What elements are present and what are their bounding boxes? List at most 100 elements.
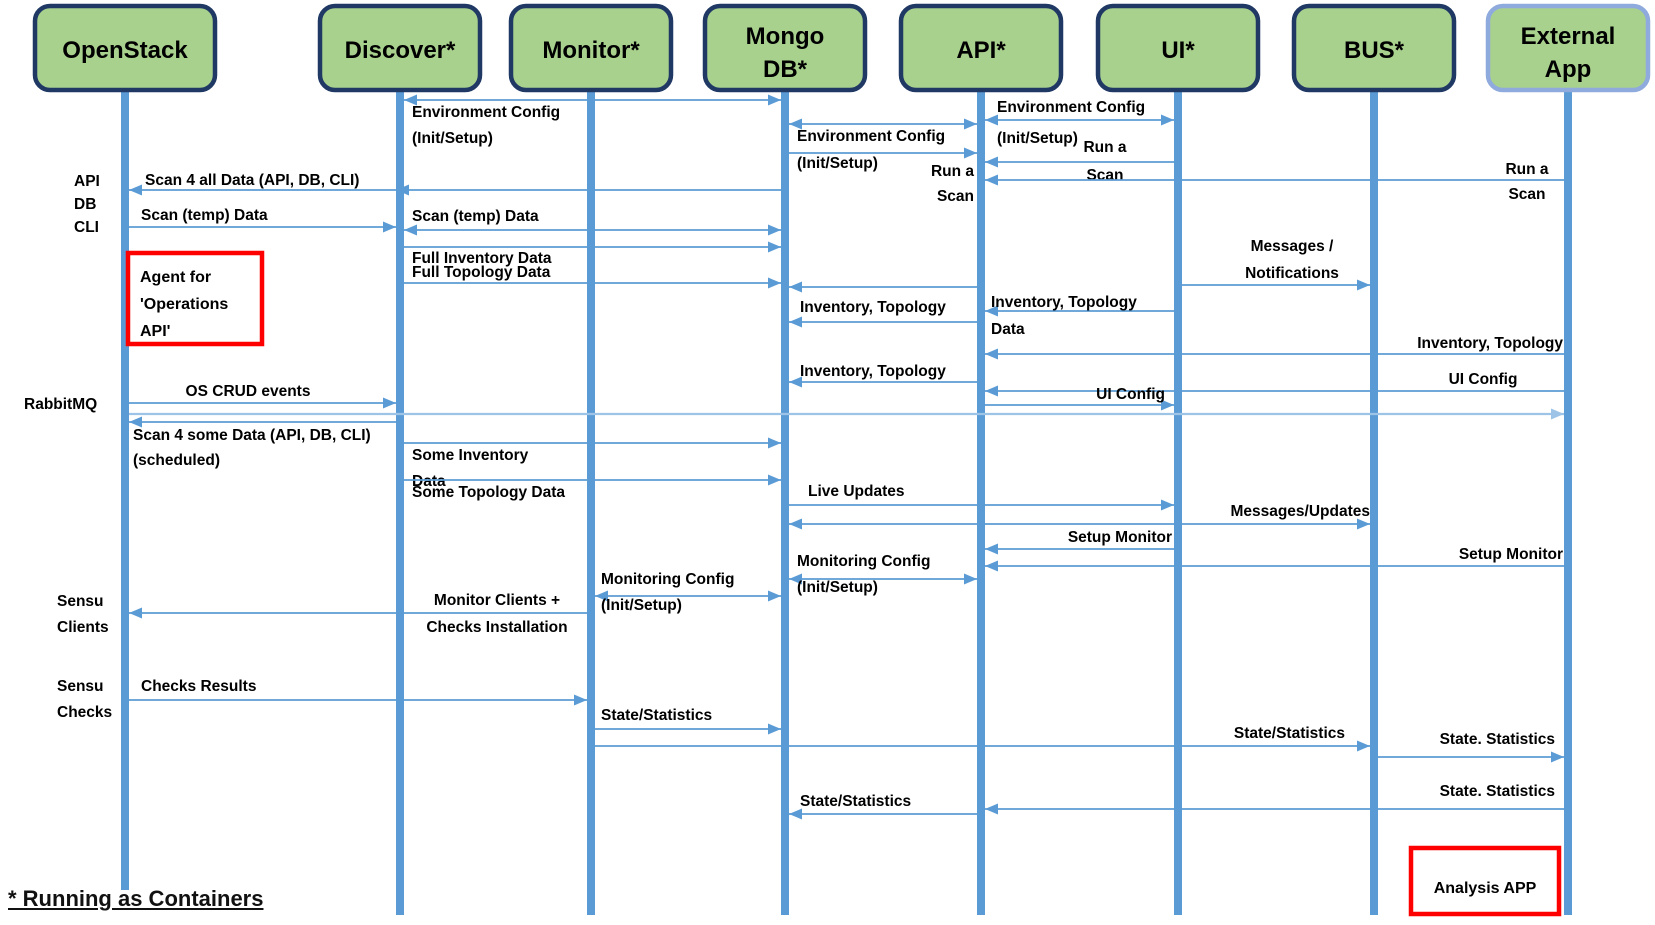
monitoring-config-mongodb-api-label: (Init/Setup) <box>797 579 878 596</box>
actor-box-openstack <box>32 3 218 93</box>
actor-box-mongodb <box>702 3 868 93</box>
messages-notifications-ui-bus-label: Messages / <box>1251 238 1334 255</box>
arrowhead <box>1357 740 1370 752</box>
state-statistics-monitor-mongodb-label: State/Statistics <box>601 707 712 724</box>
env-config-mongodb-api-1-label: (Init/Setup) <box>797 155 878 172</box>
scan-4-all-data-label: Scan 4 all Data (API, DB, CLI) <box>145 172 359 189</box>
ui-config-api-ui-label: UI Config <box>1096 386 1165 403</box>
monitoring-config-mongodb-api: Monitoring Config(Init/Setup) <box>789 553 977 596</box>
arrowhead <box>985 543 998 555</box>
messages-updates: Messages/Updates <box>789 503 1370 530</box>
actor-openstack: OpenStack <box>32 3 218 93</box>
scan-4-some-data-label: (scheduled) <box>133 452 220 469</box>
messages-notifications-ui-bus-label: Notifications <box>1245 265 1339 282</box>
some-inventory-data-label: Data <box>412 473 446 490</box>
some-inventory-data-label: Some Inventory <box>412 447 529 464</box>
arrowhead <box>595 590 608 602</box>
actor-bus: BUS* <box>1291 3 1457 93</box>
monitoring-config-monitor-mongodb-label: Monitoring Config <box>601 571 734 588</box>
monitor-clients-checks-installation: Monitor Clients +Checks Installation <box>129 592 587 636</box>
arrowhead <box>768 474 781 486</box>
actor-discover: Discover* <box>317 3 483 93</box>
actor-box-discover <box>317 3 483 93</box>
state-statistics-api-mongodb: State/Statistics <box>789 793 977 820</box>
arrowhead <box>129 416 142 428</box>
actor-title-external-app: App <box>1545 56 1592 83</box>
arrowhead <box>1357 279 1370 291</box>
run-a-scan-ui-api-label: Run a <box>1083 139 1126 156</box>
inventory-topology-api-mongodb-2 <box>789 316 977 328</box>
full-topology-data-label: Full Topology Data <box>412 264 551 281</box>
checks-results: Checks Results <box>129 678 587 706</box>
ui-config-api-ui: UI Config <box>985 386 1174 411</box>
actor-title-external-app: External <box>1521 23 1616 50</box>
sensu-clients-note-label: Sensu <box>57 593 104 610</box>
some-topology-data: Some Topology Data <box>404 474 781 501</box>
scan-4-some-data-label: Scan 4 some Data (API, DB, CLI) <box>133 427 371 444</box>
env-config-mongodb-api-1-label: Environment Config <box>797 128 945 145</box>
arrowhead <box>964 118 977 130</box>
actor-title-api: API* <box>956 37 1006 64</box>
actor-ui: UI* <box>1095 3 1261 93</box>
some-topology-data-label: Some Topology Data <box>412 484 565 501</box>
state-statistics-monitor-bus: State/Statistics <box>595 725 1370 752</box>
openstack-external-long-arrow <box>129 408 1564 420</box>
arrowhead <box>1357 518 1370 530</box>
state-statistics-api-mongodb-label: State/Statistics <box>800 793 911 810</box>
env-config-api-ui-label: (Init/Setup) <box>997 130 1078 147</box>
agent-operations-api-callout-box <box>125 250 265 347</box>
inventory-topology-api-mongodb-1: Inventory, Topology <box>789 281 977 316</box>
scan-4-all-data: Scan 4 all Data (API, DB, CLI) <box>129 172 781 196</box>
live-updates-label: Live Updates <box>808 483 904 500</box>
inventory-topology-data-ui-api-label: Inventory, Topology <box>991 294 1137 311</box>
actor-title-openstack: OpenStack <box>62 37 188 64</box>
full-inventory-data: Full Inventory Data <box>404 241 781 267</box>
agent-operations-api-callout: Agent for'Operations API' <box>125 250 265 347</box>
inventory-topology-api-mongodb-3-label: Inventory, Topology <box>800 363 946 380</box>
sensu-clients-note-label: Clients <box>57 619 109 636</box>
sensu-checks-note-label: Sensu <box>57 678 104 695</box>
arrowhead <box>1161 114 1174 126</box>
os-crud-events: OS CRUD events <box>129 383 396 409</box>
actor-box-monitor <box>508 3 674 93</box>
arrowhead <box>383 221 396 233</box>
messages-updates-label: Messages/Updates <box>1230 503 1370 520</box>
arrowhead <box>985 156 998 168</box>
arrowhead <box>985 305 998 317</box>
arrowhead <box>768 437 781 449</box>
state-statistics-external-api: State. Statistics <box>985 783 1564 815</box>
setup-monitor-ui-api-label: Setup Monitor <box>1068 529 1172 546</box>
setup-monitor-external-api: Setup Monitor <box>985 546 1564 572</box>
inventory-topology-external-api-label: Inventory, Topology <box>1417 335 1563 352</box>
state-statistics-external-api-label: State. Statistics <box>1440 783 1555 800</box>
state-statistics-monitor-bus-label: State/Statistics <box>1234 725 1345 742</box>
inventory-topology-external-api: Inventory, Topology <box>985 335 1564 360</box>
ui-config-external-api-label: UI Config <box>1449 371 1518 388</box>
scan-temp-openstack-discover: Scan (temp) Data <box>129 207 396 233</box>
api-db-cli-note-label: DB <box>74 196 96 213</box>
scan-temp-discover-mongodb: Scan (temp) Data <box>404 208 781 236</box>
checks-results-label: Checks Results <box>141 678 256 695</box>
full-inventory-data-label: Full Inventory Data <box>412 250 552 267</box>
arrowhead <box>768 241 781 253</box>
arrowhead <box>1161 399 1174 411</box>
arrowhead <box>404 94 417 106</box>
arrowhead <box>129 607 142 619</box>
arrowhead <box>396 184 409 196</box>
scan-temp-discover-mongodb-label: Scan (temp) Data <box>412 208 539 225</box>
arrowhead <box>768 277 781 289</box>
arrowhead <box>789 518 802 530</box>
arrowhead <box>985 348 998 360</box>
full-topology-data: Full Topology Data <box>404 264 781 289</box>
arrowhead <box>129 184 142 196</box>
arrowhead <box>985 174 998 186</box>
arrowhead <box>985 560 998 572</box>
arrowhead <box>1551 751 1564 763</box>
env-config-mongodb-discover-label: (Init/Setup) <box>412 130 493 147</box>
actor-box-external-app <box>1485 3 1651 93</box>
monitor-clients-checks-installation-label: Monitor Clients + <box>434 592 560 609</box>
arrowhead <box>985 114 998 126</box>
analysis-app-callout-label: Analysis APP <box>1434 880 1537 897</box>
